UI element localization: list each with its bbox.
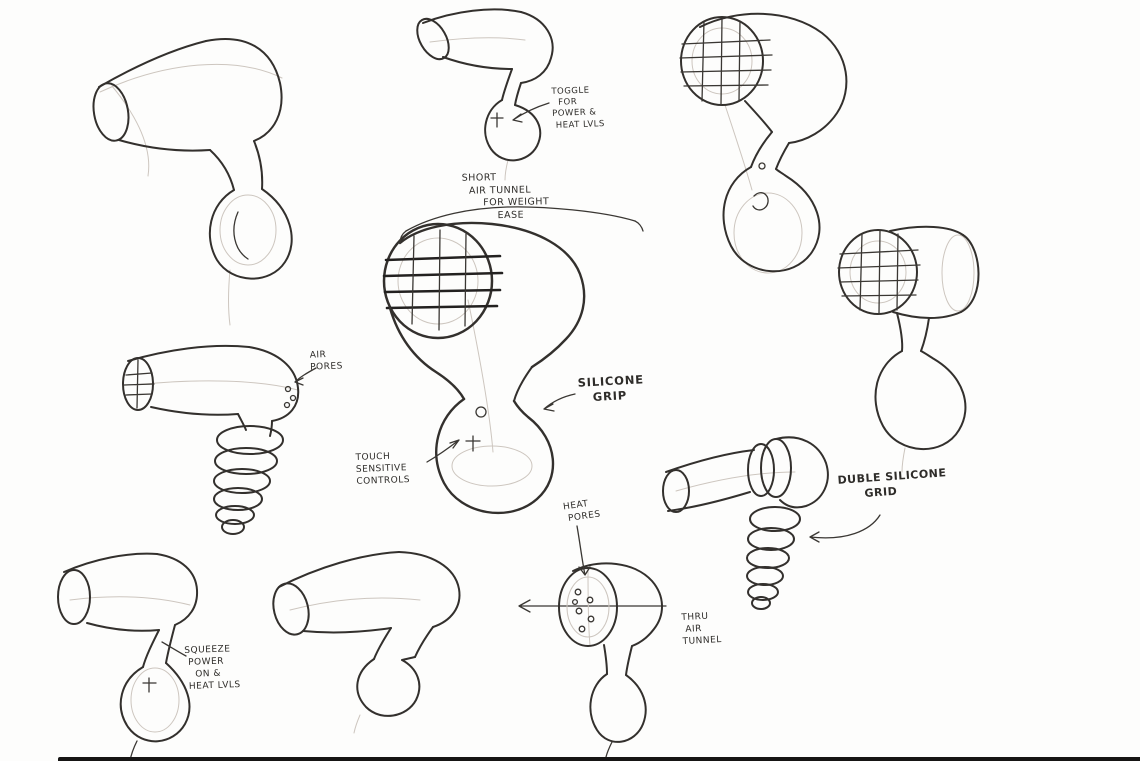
face-grid (837, 229, 921, 315)
sketch-dryer-bottom-left (57, 552, 199, 761)
arrow-heat-pores (576, 525, 591, 576)
air-pores-dots (283, 385, 297, 409)
sketch-dryer-center (382, 221, 586, 515)
face-ring (558, 567, 618, 647)
coil-grip (746, 506, 801, 610)
arrow-toggle (512, 102, 550, 123)
handle-bulb (722, 166, 821, 273)
arrow-silicone-grip (543, 393, 576, 412)
sketch-dryer-right-mid (662, 436, 829, 610)
handle-bulb (874, 350, 967, 451)
nozzle (92, 82, 130, 142)
annotation-thru-air-tunnel: THRU AIR TUNNEL (681, 611, 723, 647)
control-toggle (465, 435, 481, 452)
brace-air-tunnel (399, 206, 644, 244)
face-ring (838, 229, 918, 315)
face-ring (382, 222, 494, 340)
ear-detail (752, 192, 769, 211)
nozzle (662, 469, 690, 513)
annotation-heat-pores: HEAT PORES (562, 499, 602, 525)
annotation-short-air-tunnel: SHORT AIR TUNNEL FOR WEIGHT EASE (461, 172, 550, 222)
sketch-dryer-bottom-mid-left (272, 551, 461, 734)
arrow-air-pores (294, 367, 317, 386)
annotation-squeeze-power: SQUEEZE POWER ON & HEAT LVLS (184, 644, 241, 692)
annotation-touch-sensitive: TOUCH SENSITIVE CONTROLS (355, 451, 411, 487)
nozzle (57, 569, 91, 625)
face-grid (679, 16, 773, 106)
sketch-dryer-top-mid (416, 8, 554, 181)
control-dial (475, 406, 487, 418)
nozzle (416, 17, 450, 61)
arrow-touch-controls (426, 439, 460, 463)
face-grid (123, 359, 155, 409)
arrow-duble-grip (809, 514, 881, 543)
handle-bulb (435, 397, 555, 515)
annotation-silicone-grip: SILICONE GRIP (577, 372, 645, 405)
sketch-dryer-right (837, 225, 980, 473)
sketch-dryer-top-left (92, 37, 293, 326)
leader-squeeze (161, 641, 187, 657)
handle-bulb (484, 99, 542, 162)
arrow-thru-air (518, 599, 667, 613)
face-grid (382, 229, 504, 331)
handle-bulb (119, 662, 191, 743)
sketch-dryer-top-right (679, 12, 848, 274)
annotation-toggle: TOGGLE FOR POWER & HEAT LVLS (551, 85, 605, 131)
scan-edge (58, 757, 1140, 761)
coil-grip (213, 425, 284, 535)
toggle-control (490, 112, 504, 128)
annotation-air-pores: AIR PORES (309, 349, 344, 373)
sketch-dryer-mid-left (122, 344, 300, 535)
nozzle (272, 582, 310, 636)
handle-bulb (356, 656, 421, 717)
sketch-dryer-bottom-mid (558, 562, 663, 758)
handle-bulb (208, 188, 293, 280)
handle-bulb (589, 673, 647, 743)
squeeze-control (142, 677, 157, 693)
heat-pores-dots (571, 588, 595, 633)
